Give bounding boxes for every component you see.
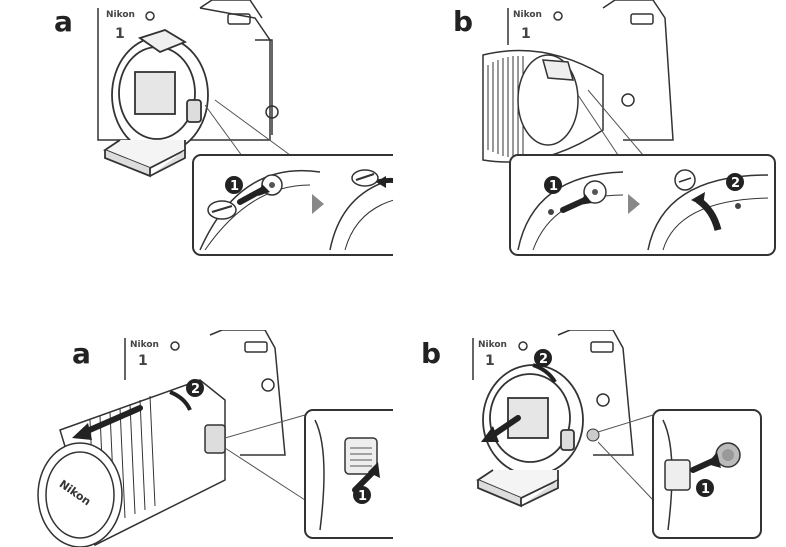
adapter-detach-illustration: Nikon 1 2 1 (472, 330, 762, 539)
detail-inset (652, 409, 762, 539)
camera-brand: Nikon (513, 10, 542, 20)
step-badge-1 (544, 176, 562, 194)
panel-label: b (421, 337, 442, 370)
step-number-1: 1 (701, 482, 710, 497)
adapter-mount-illustration: Nikon 1 (97, 0, 393, 256)
camera-model: 1 (138, 353, 148, 369)
step-badge-2 (186, 379, 204, 397)
step-number-2: 2 (191, 382, 200, 397)
panel-label: b (453, 5, 474, 38)
panel-bottom-right: b Nikon 1 2 1 (393, 330, 786, 547)
panel-top-left: a Nikon 1 (0, 0, 393, 270)
camera-brand: Nikon (478, 340, 507, 350)
camera-model: 1 (485, 353, 495, 369)
step-badge-1 (696, 479, 714, 497)
panel-label: a (72, 337, 91, 370)
step-number-2: 2 (731, 176, 740, 191)
next-step-arrow-icon (628, 194, 640, 214)
step-badge-2 (726, 173, 744, 191)
panel-top-right: b Nikon 1 (393, 0, 786, 270)
detail-inset (192, 154, 393, 256)
camera-model: 1 (521, 26, 531, 42)
step-number-1: 1 (230, 179, 239, 194)
step-badge-2 (534, 349, 552, 367)
step-number-1: 1 (549, 179, 558, 194)
camera-brand: Nikon (106, 10, 135, 20)
step-number-2: 2 (539, 352, 548, 367)
step-badge-1 (353, 486, 371, 504)
camera-brand: Nikon (130, 340, 159, 350)
panel-bottom-left: a Nikon 1 Nikon 2 1 (0, 330, 393, 547)
camera-model: 1 (115, 26, 125, 42)
panel-label: a (54, 5, 73, 38)
step-number-1: 1 (358, 489, 367, 504)
step-badge-1 (225, 176, 243, 194)
lens-detach-illustration: Nikon 1 Nikon 2 1 (37, 330, 393, 547)
next-step-arrow-icon (312, 194, 324, 214)
lens-attach-illustration: Nikon 1 1 2 (482, 0, 776, 256)
